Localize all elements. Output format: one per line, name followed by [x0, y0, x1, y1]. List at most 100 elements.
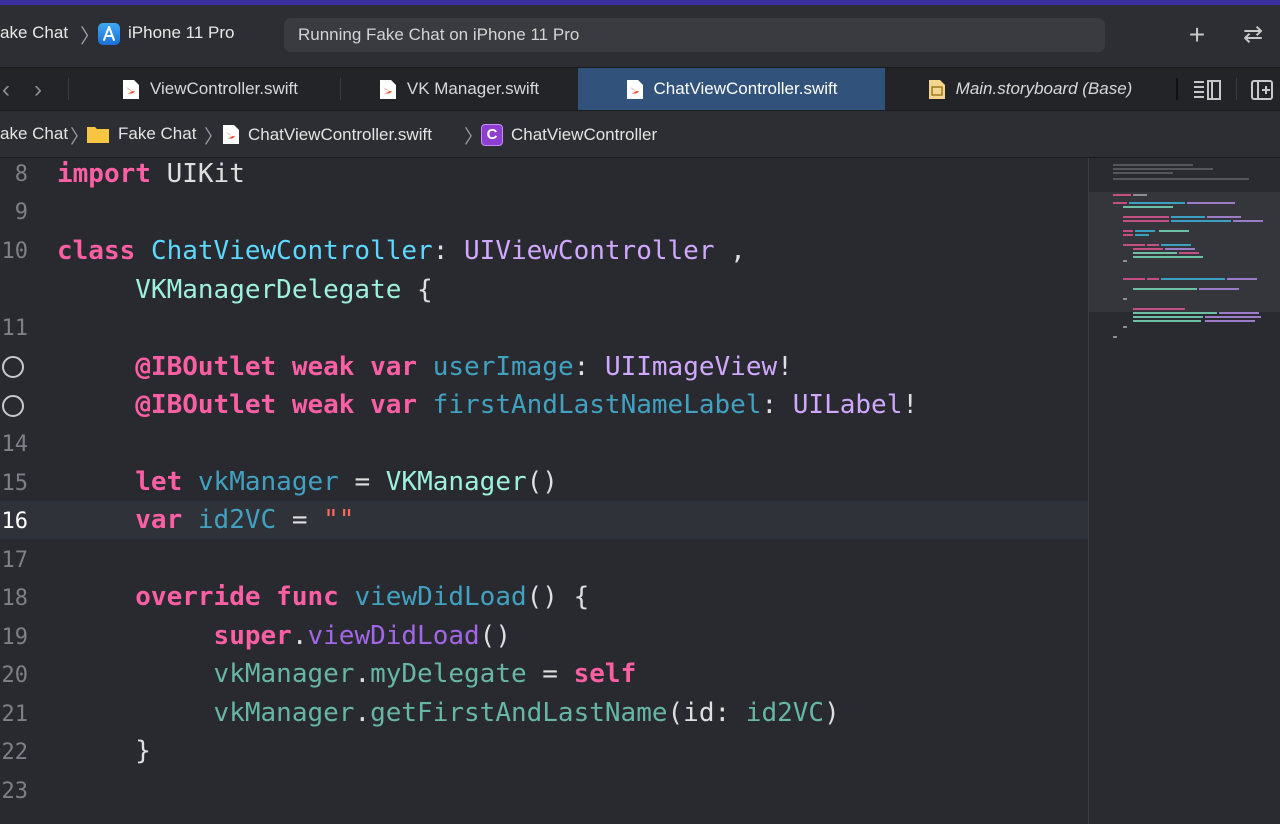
code-line-8: import UIKit [57, 159, 245, 189]
swift-file-icon [122, 79, 139, 99]
tab-chatviewcontroller-swift[interactable]: ChatViewController.swift [578, 68, 885, 110]
minimap-line [1219, 312, 1259, 314]
minimap-line [1233, 220, 1263, 222]
code-review-toggle-button[interactable]: ⇄ [1242, 21, 1264, 48]
code-line-13: @IBOutlet weak var firstAndLastNameLabel… [135, 390, 919, 420]
folder-icon [87, 127, 109, 143]
library-add-button[interactable]: + [1188, 19, 1206, 50]
minimap-line [1187, 202, 1235, 204]
current-line-highlight [0, 501, 1088, 539]
minimap-line [1123, 216, 1169, 218]
minimap-line [1113, 168, 1213, 170]
line-number: 22 [1, 740, 29, 765]
minimap-line [1123, 206, 1173, 208]
outlet-connection-icon[interactable] [2, 395, 24, 417]
code-line-19: super.viewDidLoad() [213, 621, 511, 651]
minimap-line [1159, 230, 1189, 232]
chevron-right-icon: 〉 [204, 127, 224, 148]
line-number: 9 [14, 200, 28, 225]
line-number: 11 [1, 316, 29, 341]
minimap-line [1147, 278, 1159, 280]
breadcrumb-label: ChatViewController.swift [248, 124, 432, 144]
line-number: 15 [1, 471, 29, 496]
code-line-12: @IBOutlet weak var userImage: UIImageVie… [135, 352, 793, 382]
scheme-name: ake Chat [0, 23, 69, 42]
line-number-current: 16 [1, 509, 29, 534]
code-line-16: var id2VC = "" [135, 505, 355, 535]
line-number: 18 [1, 586, 29, 611]
minimap-line [1113, 172, 1173, 174]
outlet-connection-icon[interactable] [2, 356, 24, 378]
minimap-line [1123, 230, 1133, 232]
back-arrow-icon[interactable]: ‹ [2, 76, 10, 103]
minimap-line [1171, 216, 1205, 218]
minimap-line [1129, 202, 1185, 204]
minimap[interactable] [1088, 158, 1280, 824]
scheme-selector[interactable]: ake Chat [0, 23, 68, 43]
minimap-line [1133, 256, 1203, 258]
tab-divider [340, 78, 341, 100]
activity-status-text: Running Fake Chat on iPhone 11 Pro [298, 25, 580, 44]
swift-file-icon [223, 125, 239, 144]
minimap-line [1133, 316, 1203, 318]
breadcrumb-file[interactable]: ChatViewController.swift [222, 124, 432, 145]
tab-divider [68, 78, 69, 100]
line-number: 8 [14, 162, 28, 187]
minimap-line [1133, 312, 1217, 314]
line-number: 10 [1, 239, 29, 264]
minimap-line [1165, 248, 1195, 250]
tab-viewcontroller-swift[interactable]: ViewController.swift [80, 68, 340, 110]
minimap-line [1147, 244, 1159, 246]
device-selector[interactable]: iPhone 11 Pro [128, 23, 234, 43]
jump-bar: ake Chat 〉 Fake Chat 〉 ChatViewControlle… [0, 111, 1280, 158]
tab-main-storyboard[interactable]: Main.storyboard (Base) [885, 68, 1175, 110]
code-line-21: vkManager.getFirstAndLastName(id: id2VC) [213, 698, 840, 728]
breadcrumb-symbol[interactable]: C ChatViewController [481, 124, 657, 146]
breadcrumb-group[interactable]: Fake Chat [86, 124, 196, 144]
breadcrumb-project[interactable]: ake Chat [0, 124, 68, 144]
minimap-line [1123, 298, 1127, 300]
code-line-18: override func viewDidLoad() { [135, 582, 590, 612]
tab-divider [1176, 78, 1178, 100]
minimap-line [1123, 326, 1127, 328]
class-symbol-icon: C [481, 124, 503, 146]
code-line-10-continued: VKManagerDelegate { [135, 275, 433, 305]
editor-tab-bar: ‹ › ViewController.swift VK Manager.swif… [0, 67, 1280, 111]
chevron-right-icon: 〉 [80, 26, 100, 48]
device-name: iPhone 11 Pro [128, 23, 235, 42]
tab-label: VK Manager.swift [406, 79, 540, 98]
editor-options-icon[interactable] [1192, 79, 1224, 106]
minimap-line [1161, 278, 1225, 280]
minimap-line [1113, 336, 1117, 338]
minimap-line [1207, 216, 1241, 218]
source-editor[interactable]: 8 9 10 11 14 15 16 17 18 19 20 21 22 23 … [0, 158, 1088, 824]
tab-vk-manager-swift[interactable]: VK Manager.swift [340, 68, 578, 110]
line-number: 14 [1, 432, 29, 457]
forward-arrow-icon[interactable]: › [34, 76, 42, 103]
minimap-line [1205, 316, 1261, 318]
minimap-line [1161, 244, 1191, 246]
storyboard-file-icon [928, 79, 945, 99]
add-editor-icon[interactable] [1250, 79, 1276, 106]
swift-file-icon [626, 79, 643, 99]
minimap-line [1133, 308, 1185, 310]
code-line-20: vkManager.myDelegate = self [213, 659, 637, 689]
window-top-stripe [0, 0, 1280, 5]
minimap-line [1113, 202, 1127, 204]
breadcrumb-label: Fake Chat [118, 124, 197, 143]
minimap-line [1113, 178, 1249, 180]
line-number: 20 [1, 663, 29, 688]
minimap-line [1205, 320, 1255, 322]
chevron-right-icon: 〉 [70, 127, 90, 148]
chevron-right-icon: 〉 [464, 127, 484, 148]
minimap-line [1123, 260, 1127, 262]
code-line-10: class ChatViewController: UIViewControll… [57, 236, 746, 266]
line-number: 17 [1, 548, 29, 573]
breadcrumb-label: ake Chat [0, 124, 69, 143]
minimap-line [1123, 244, 1145, 246]
minimap-line [1123, 278, 1145, 280]
tab-label: ViewController.swift [149, 79, 299, 98]
tab-label: ChatViewController.swift [653, 79, 838, 98]
minimap-line [1171, 220, 1231, 222]
line-number: 23 [1, 779, 29, 804]
